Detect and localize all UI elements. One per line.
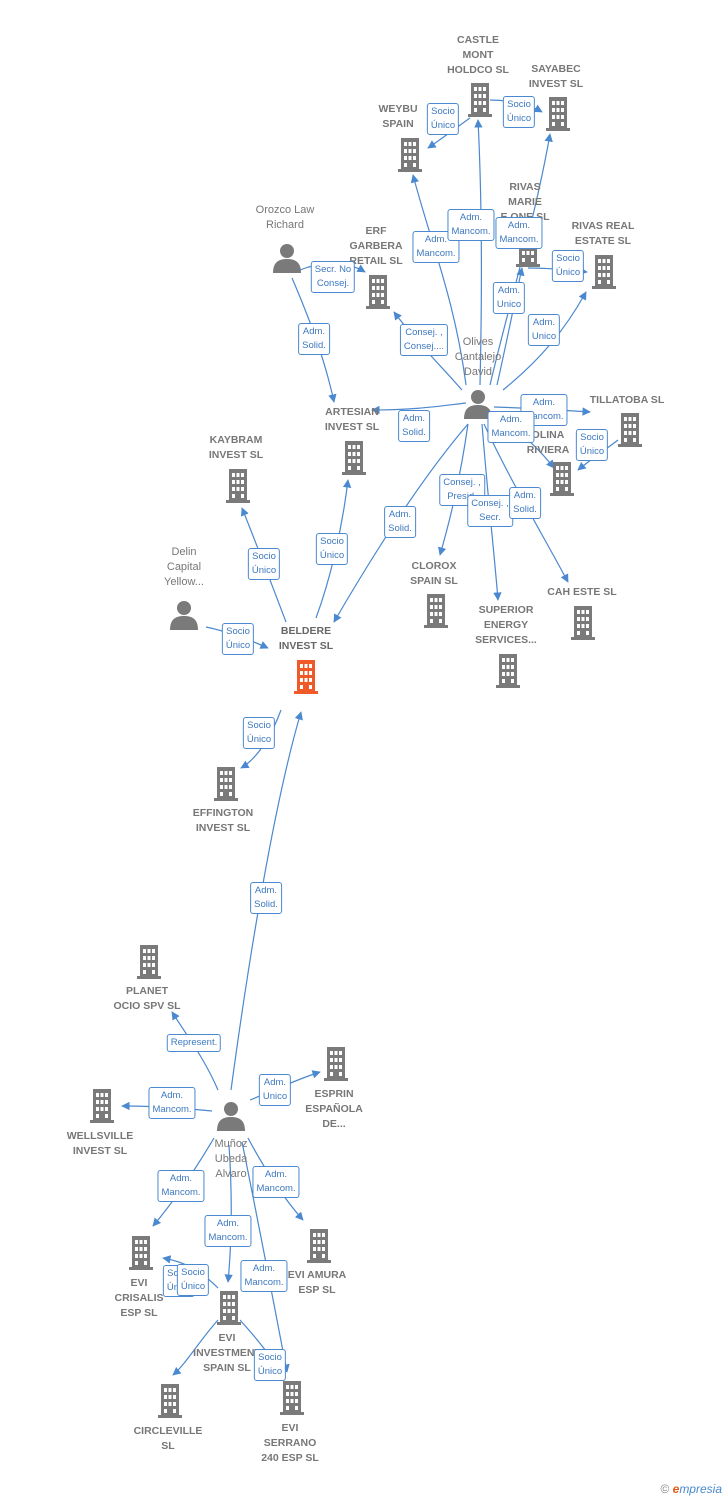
building-icon-castle[interactable]: [468, 83, 492, 117]
relation-badge-olives-sayabec[interactable]: Adm. Mancom.: [495, 217, 543, 249]
node-label-cahete[interactable]: CAH ESTE SL: [547, 586, 617, 598]
node-label-weybu[interactable]: WEYBU SPAIN: [378, 103, 418, 130]
node-label-erf[interactable]: ERF GARBERA RETAIL SL: [349, 225, 403, 267]
node-label-circleville[interactable]: CIRCLEVILLE SL: [133, 1425, 203, 1452]
edge-eviinvest-circleville: [172, 1319, 219, 1376]
building-icon-kaybram[interactable]: [226, 469, 250, 503]
relation-badge-eviinvest-eviserrano[interactable]: Socio Único: [253, 1349, 287, 1381]
node-label-orozco[interactable]: Orozco Law Richard: [255, 204, 315, 231]
relation-badge-olives-erf[interactable]: Consej. , Consej....: [399, 324, 449, 356]
building-icon-erf[interactable]: [366, 275, 390, 309]
building-icon-evicrisalis[interactable]: [129, 1236, 153, 1270]
relation-badge-munoz-eviinvest[interactable]: Adm. Mancom.: [204, 1215, 252, 1247]
relation-badge-munoz-planet[interactable]: Represent.: [166, 1034, 222, 1052]
node-label-sayabec[interactable]: SAYABEC INVEST SL: [528, 63, 584, 90]
edge-olives-castle: [474, 119, 483, 386]
node-label-rivasreal[interactable]: RIVAS REAL ESTATE SL: [571, 220, 635, 247]
node-label-kaybram[interactable]: KAYBRAM INVEST SL: [208, 434, 264, 461]
relation-badge-olives-castle[interactable]: Adm. Mancom.: [447, 209, 495, 241]
building-icon-rivasreal[interactable]: [592, 255, 616, 289]
relation-badge-munoz-eviserrano[interactable]: Adm. Mancom.: [240, 1260, 288, 1292]
relation-badge-olives-cahete[interactable]: Adm. Solid.: [509, 487, 541, 519]
relation-badge-munoz-evicrisalis[interactable]: Adm. Mancom.: [157, 1170, 205, 1202]
person-icon-delin[interactable]: [170, 601, 198, 630]
relation-badge-orozco-erf[interactable]: Secr. No Consej.: [310, 261, 356, 293]
relation-badge-orozco-artesian[interactable]: Adm. Solid.: [298, 323, 330, 355]
relation-badge-delin-beldere[interactable]: Socio Único: [221, 623, 255, 655]
brand-logo-text: mpresia: [679, 1482, 722, 1496]
brand-logo-e: e: [672, 1482, 680, 1496]
relation-badge-beldere-kaybram[interactable]: Socio Único: [247, 548, 281, 580]
building-icon-tillatoba[interactable]: [618, 413, 642, 447]
relation-badge-munoz-esprin[interactable]: Adm. Unico: [258, 1074, 292, 1106]
node-label-clorox[interactable]: CLOROX SPAIN SL: [410, 560, 458, 587]
relation-badge-olives-molina[interactable]: Adm. Mancom.: [487, 411, 535, 443]
copyright-icon: ©: [660, 1482, 670, 1496]
relation-badge-munoz-beldere[interactable]: Adm. Solid.: [250, 882, 282, 914]
edge-olives-artesian: [371, 402, 467, 415]
node-label-beldere[interactable]: BELDERE INVEST SL: [278, 625, 334, 652]
relation-badge-rivasmarie-rivasreal[interactable]: Socio Único: [551, 250, 585, 282]
node-label-eviamura[interactable]: EVI AMURA ESP SL: [287, 1269, 347, 1296]
building-icon-cahete[interactable]: [571, 606, 595, 640]
person-icon-munoz[interactable]: [217, 1102, 245, 1131]
relation-badge-munoz-wellsville[interactable]: Adm. Mancom.: [148, 1087, 196, 1119]
node-label-molina[interactable]: OLINA RIVIERA: [526, 429, 570, 456]
relation-badge-olives-beldere[interactable]: Adm. Solid.: [384, 506, 416, 538]
building-icon-artesian[interactable]: [342, 441, 366, 475]
building-icon-sayabec[interactable]: [546, 97, 570, 131]
node-label-eviserrano[interactable]: EVI SERRANO 240 ESP SL: [261, 1422, 319, 1464]
relation-badge-olives-weybu[interactable]: Adm. Mancom.: [412, 231, 460, 263]
edge-olives-weybu: [410, 174, 467, 386]
node-label-effington[interactable]: EFFINGTON INVEST SL: [192, 807, 254, 834]
edge-olives-rivasmarie: [496, 267, 525, 386]
relation-badge-olives-rivasmarie[interactable]: Adm. Unico: [492, 282, 526, 314]
relation-badge-castle-weybu[interactable]: Socio Único: [426, 103, 460, 135]
node-label-superior[interactable]: SUPERIOR ENERGY SERVICES...: [475, 604, 537, 646]
relation-badge-castle-sayabec[interactable]: Socio Único: [502, 96, 536, 128]
node-label-delin[interactable]: Delin Capital Yellow...: [164, 546, 204, 588]
building-icon-eviamura[interactable]: [307, 1229, 331, 1263]
building-icon-superior[interactable]: [496, 654, 520, 688]
building-icon-molina[interactable]: [550, 462, 574, 496]
node-label-tillatoba[interactable]: TILLATOBA SL: [589, 394, 665, 406]
building-icon-circleville[interactable]: [158, 1384, 182, 1418]
relation-badge-munoz-eviamura[interactable]: Adm. Mancom.: [252, 1166, 300, 1198]
node-label-castle[interactable]: CASTLE MONT HOLDCO SL: [447, 34, 509, 76]
brand-footer: © empresia: [660, 1482, 722, 1496]
relation-badge-tillatoba-molina[interactable]: Socio Único: [575, 429, 609, 461]
relation-badge-eviinvest-circleville[interactable]: Socio Único: [176, 1264, 210, 1296]
edge-munoz-beldere: [230, 711, 303, 1091]
node-label-olives[interactable]: Olives Cantalejo David: [454, 336, 502, 378]
node-label-artesian[interactable]: ARTESIAN INVEST SL: [324, 406, 380, 433]
node-label-eviinvest[interactable]: EVI INVESTMENT SPAIN SL: [193, 1332, 261, 1374]
node-label-evicrisalis[interactable]: EVI CRISALIS ESP SL: [114, 1277, 164, 1319]
node-label-esprin[interactable]: ESPRIN ESPAÑOLA DE...: [305, 1088, 363, 1130]
building-icon-eviserrano[interactable]: [280, 1381, 304, 1415]
building-icon-esprin[interactable]: [324, 1047, 348, 1081]
building-icon-wellsville[interactable]: [90, 1089, 114, 1123]
node-label-planet[interactable]: PLANET OCIO SPV SL: [113, 985, 181, 1012]
relation-badge-beldere-artesian[interactable]: Socio Único: [315, 533, 349, 565]
edge-munoz-eviinvest: [224, 1144, 233, 1283]
building-icon-clorox[interactable]: [424, 594, 448, 628]
building-icon-eviinvest[interactable]: [217, 1291, 241, 1325]
relation-badge-beldere-effington[interactable]: Socio Único: [242, 717, 276, 749]
node-label-wellsville[interactable]: WELLSVILLE INVEST SL: [66, 1130, 134, 1157]
person-icon-orozco[interactable]: [273, 244, 301, 273]
building-icon-beldere[interactable]: [294, 660, 318, 694]
relation-badge-olives-artesian[interactable]: Adm. Solid.: [398, 410, 430, 442]
relation-badge-olives-rivasreal[interactable]: Adm. Unico: [527, 314, 561, 346]
building-icon-weybu[interactable]: [398, 138, 422, 172]
node-label-munoz[interactable]: Muñoz Ubeda Alvaro: [214, 1138, 248, 1180]
relation-badge-olives-superior[interactable]: Consej. , Secr.: [467, 495, 513, 527]
building-icon-planet[interactable]: [137, 945, 161, 979]
building-icon-effington[interactable]: [214, 767, 238, 801]
